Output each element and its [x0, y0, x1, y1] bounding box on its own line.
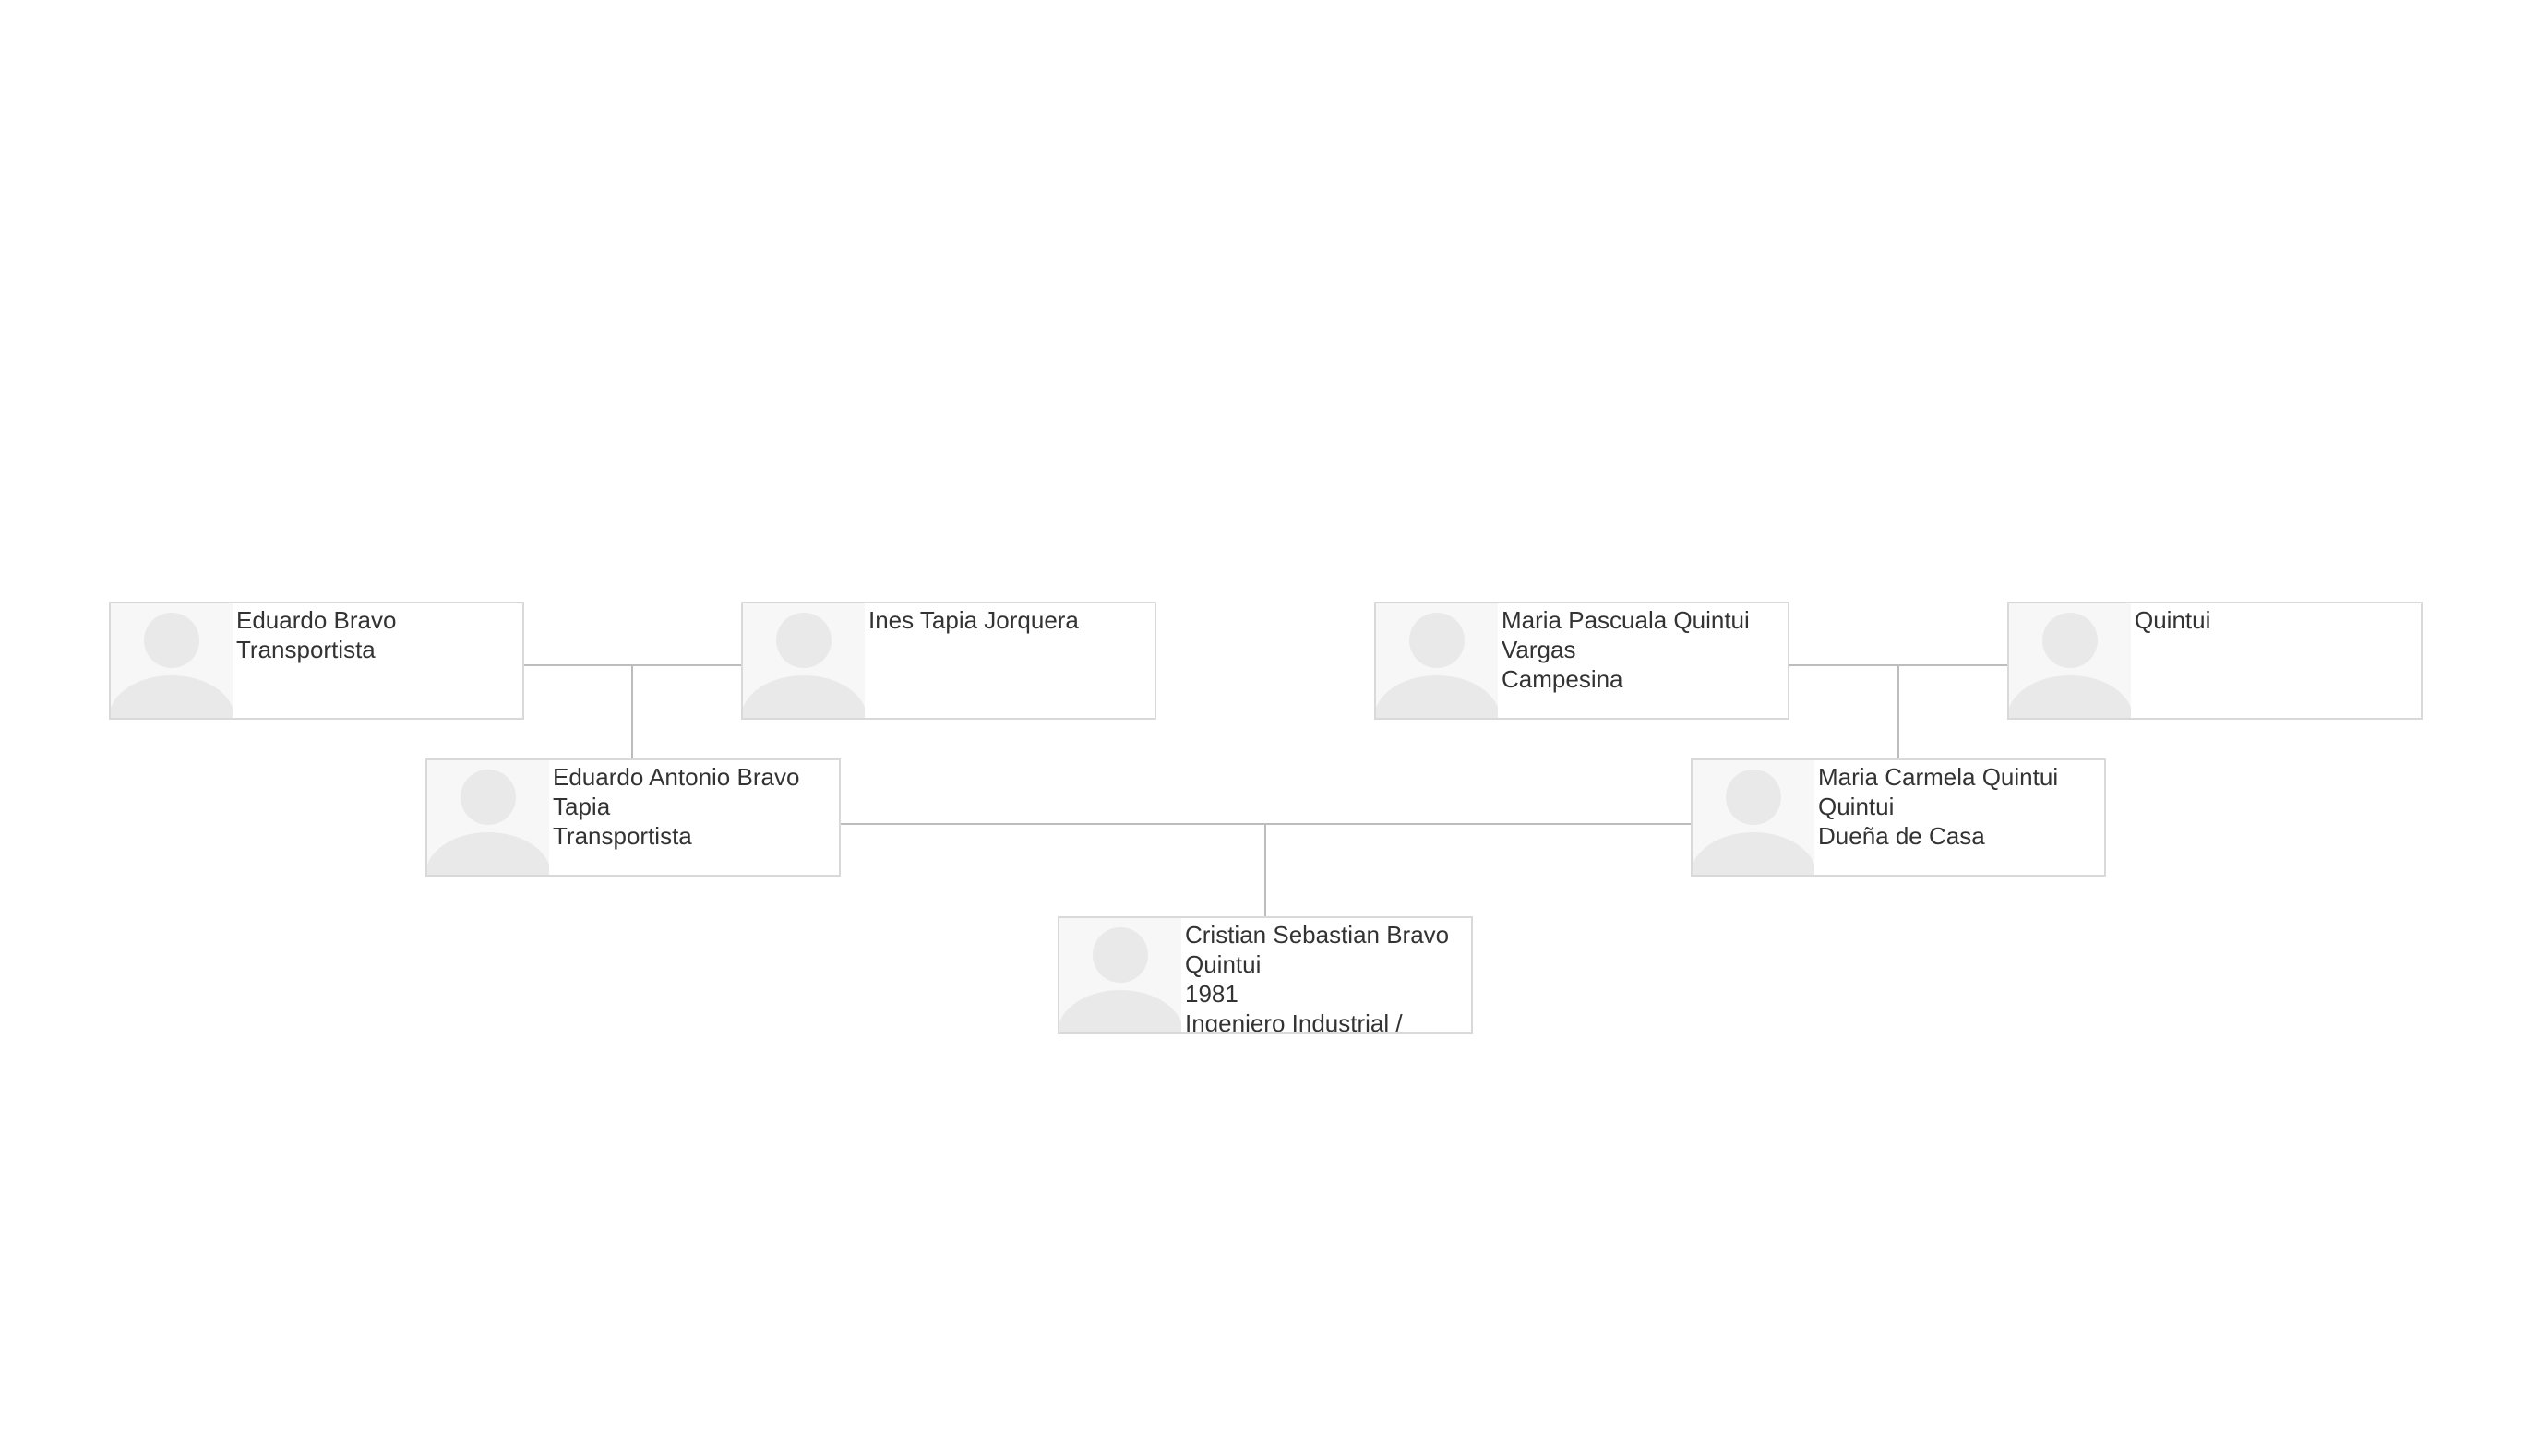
avatar [427, 760, 549, 875]
person-silhouette-icon [1376, 613, 1498, 718]
person-card-root[interactable]: Cristian Sebastian Bravo Quintui 1981 In… [1058, 916, 1473, 1034]
avatar [1059, 918, 1181, 1032]
person-name: Eduardo Antonio Bravo [553, 763, 800, 791]
person-details: Quintui [2135, 605, 2415, 718]
person-occupation: Dueña de Casa [1818, 822, 1985, 850]
avatar [111, 603, 233, 718]
connector-to-mother [1897, 664, 1899, 759]
person-details: Maria Pascuala Quintui Vargas Campesina [1502, 605, 1782, 718]
person-details: Cristian Sebastian Bravo Quintui 1981 In… [1185, 920, 1466, 1032]
person-silhouette-icon [2009, 613, 2131, 718]
person-card-maternal-grandfather[interactable]: Quintui [2007, 602, 2423, 720]
person-silhouette-icon [1693, 770, 1814, 875]
connector-to-father [631, 664, 633, 759]
person-details: Ines Tapia Jorquera [868, 605, 1149, 718]
person-name: Cristian Sebastian Bravo [1185, 921, 1450, 949]
person-card-father[interactable]: Eduardo Antonio Bravo Tapia Transportist… [425, 758, 841, 877]
person-birth-year: 1981 [1185, 980, 1239, 1008]
person-card-paternal-grandmother[interactable]: Ines Tapia Jorquera [741, 602, 1156, 720]
person-details: Eduardo Bravo Transportista [236, 605, 517, 718]
avatar [1376, 603, 1498, 718]
person-name: Ines Tapia Jorquera [868, 606, 1079, 634]
person-occupation: Ingeniero Industrial / [1185, 1009, 1403, 1032]
person-silhouette-icon [427, 770, 549, 875]
person-name: Eduardo Bravo [236, 606, 397, 634]
person-name: Maria Pascuala Quintui [1502, 606, 1750, 634]
person-occupation: Transportista [236, 636, 376, 663]
person-name: Quintui [2135, 606, 2211, 634]
person-name-continued: Vargas [1502, 636, 1576, 663]
person-card-paternal-grandfather[interactable]: Eduardo Bravo Transportista [109, 602, 524, 720]
person-name: Maria Carmela Quintui [1818, 763, 2059, 791]
avatar [743, 603, 865, 718]
person-silhouette-icon [1059, 927, 1181, 1032]
avatar [2009, 603, 2131, 718]
connector-to-root [1264, 823, 1266, 917]
person-card-mother[interactable]: Maria Carmela Quintui Quintui Dueña de C… [1691, 758, 2106, 877]
person-silhouette-icon [111, 613, 233, 718]
person-details: Eduardo Antonio Bravo Tapia Transportist… [553, 762, 833, 875]
person-name-continued: Tapia [553, 793, 611, 820]
person-occupation: Transportista [553, 822, 692, 850]
person-card-maternal-grandmother[interactable]: Maria Pascuala Quintui Vargas Campesina [1374, 602, 1789, 720]
person-occupation: Campesina [1502, 665, 1623, 693]
connector-parents [841, 823, 1692, 825]
avatar [1693, 760, 1814, 875]
person-details: Maria Carmela Quintui Quintui Dueña de C… [1818, 762, 2099, 875]
person-name-continued: Quintui [1818, 793, 1895, 820]
person-name-continued: Quintui [1185, 950, 1262, 978]
person-silhouette-icon [743, 613, 865, 718]
